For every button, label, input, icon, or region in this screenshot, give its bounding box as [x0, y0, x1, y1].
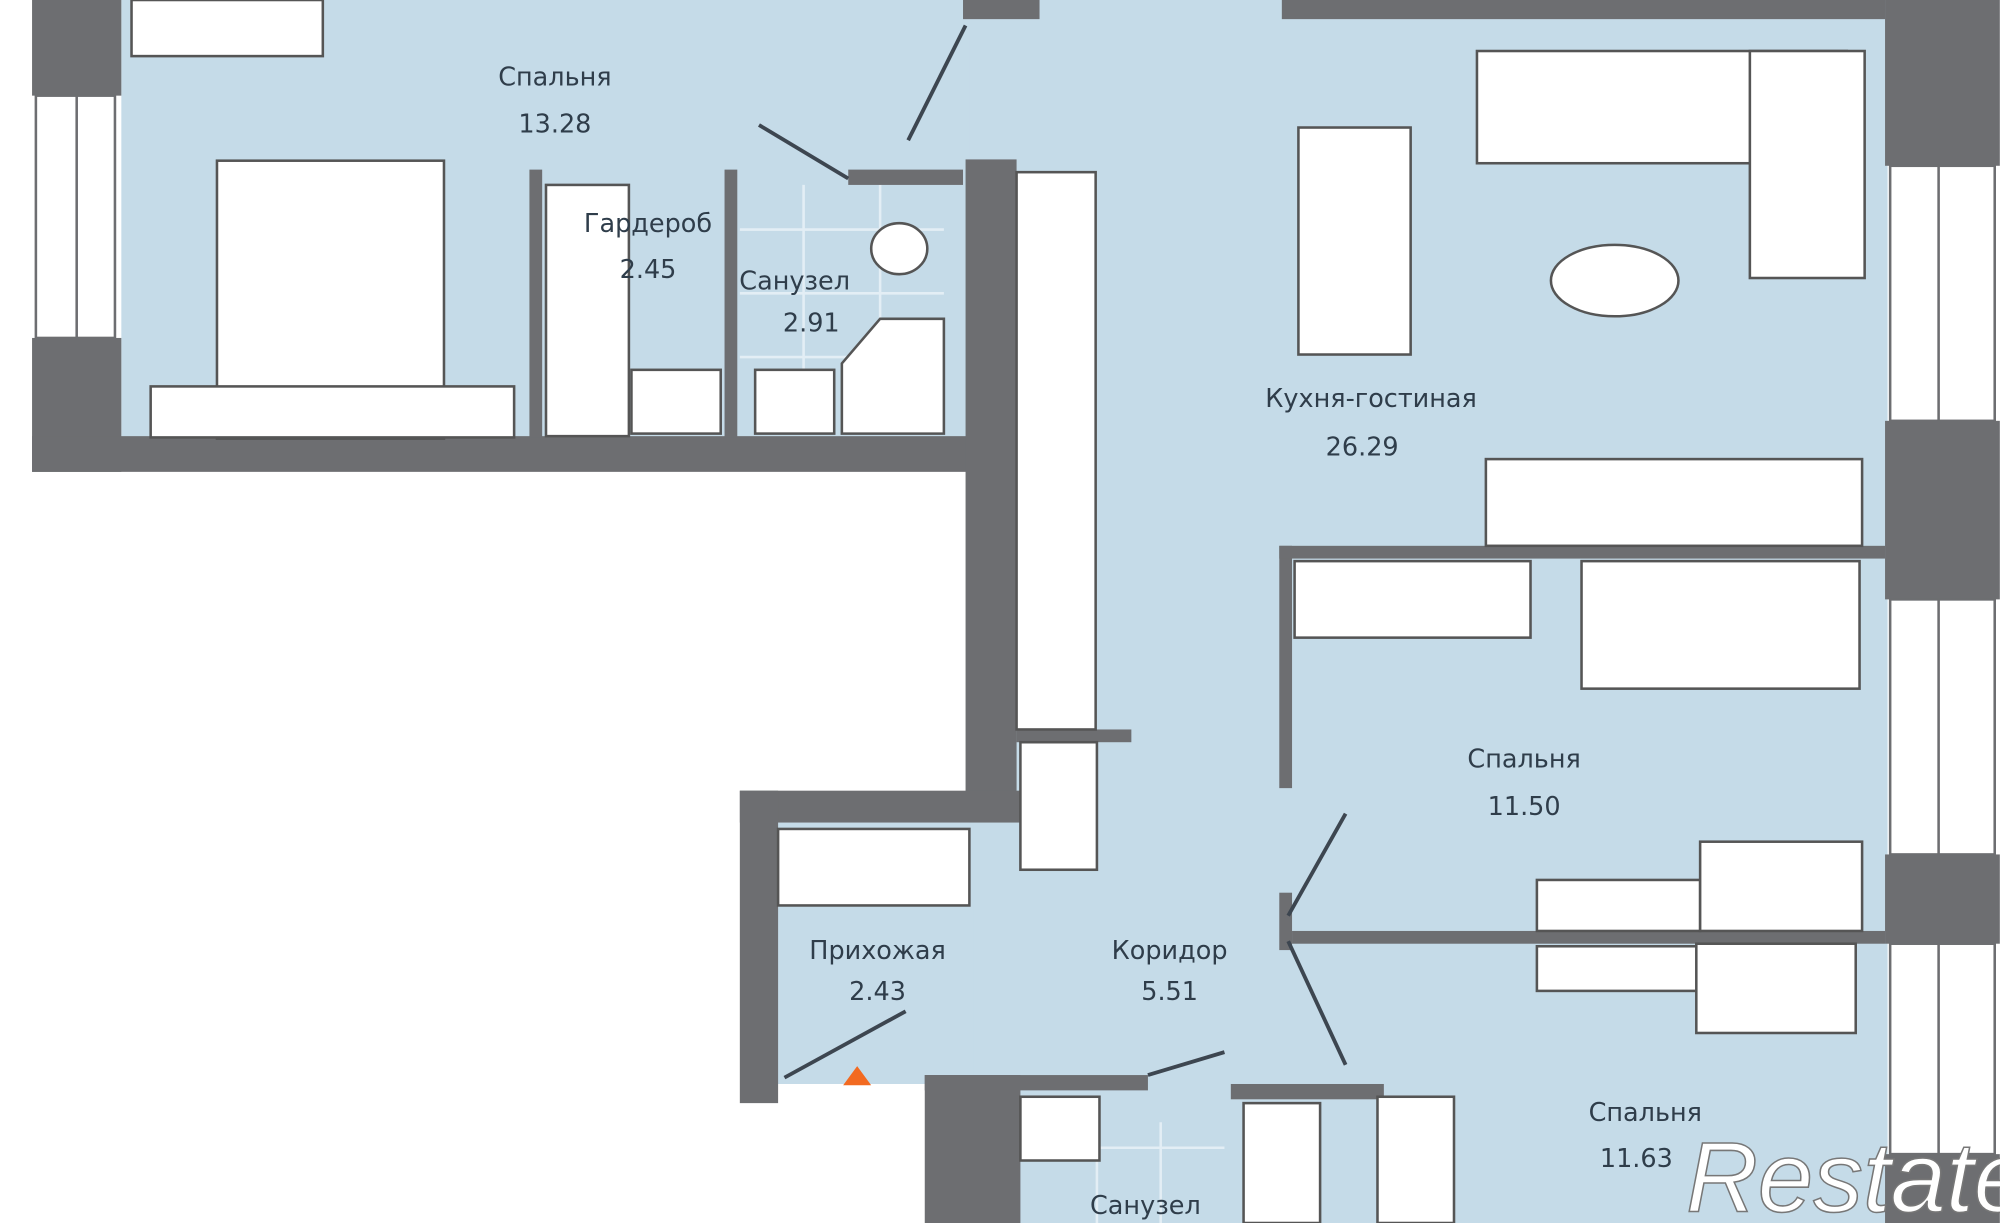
room-label-kitchen-living: Кухня-гостиная 26.29	[1265, 384, 1477, 462]
windows	[34, 94, 1996, 1156]
room-name: Спальня	[1467, 745, 1580, 775]
room-area: 5.51	[1141, 977, 1198, 1007]
room-area: 2.45	[620, 255, 677, 285]
room-label-entrance-hall: Прихожая 2.43	[809, 936, 946, 1007]
room-name: Спальня	[498, 62, 611, 92]
room-name: Гардероб	[584, 209, 712, 239]
room-label-bathroom-2: Санузел	[1090, 1191, 1201, 1221]
room-name: Коридор	[1112, 936, 1228, 966]
room-name: Санузел	[739, 266, 850, 296]
room-area: 11.63	[1600, 1144, 1673, 1174]
room-label-bathroom-1: Санузел 2.91	[739, 266, 850, 338]
room-name: Санузел	[1090, 1191, 1201, 1221]
watermark-logo: Restate	[1686, 1123, 2000, 1223]
room-label-bedroom-3: Спальня 11.63	[1589, 1098, 1702, 1174]
room-name: Прихожая	[809, 936, 946, 966]
room-name: Кухня-гостиная	[1265, 384, 1477, 414]
room-label-bedroom-1: Спальня 13.28	[498, 62, 611, 139]
room-area: 11.50	[1488, 792, 1561, 822]
entrance-marker-icon	[843, 1066, 872, 1086]
room-area: 13.28	[518, 110, 591, 140]
room-label-corridor: Коридор 5.51	[1112, 936, 1228, 1007]
room-name: Спальня	[1589, 1098, 1702, 1128]
furniture	[130, 0, 1866, 1223]
room-label-wardrobe: Гардероб 2.45	[584, 209, 712, 285]
door-swings	[757, 24, 1348, 1080]
room-label-bedroom-2: Спальня 11.50	[1467, 745, 1580, 822]
room-area: 2.91	[783, 309, 840, 339]
walls	[32, 0, 2000, 1223]
room-area: 26.29	[1326, 432, 1399, 462]
room-area: 2.43	[849, 977, 906, 1007]
